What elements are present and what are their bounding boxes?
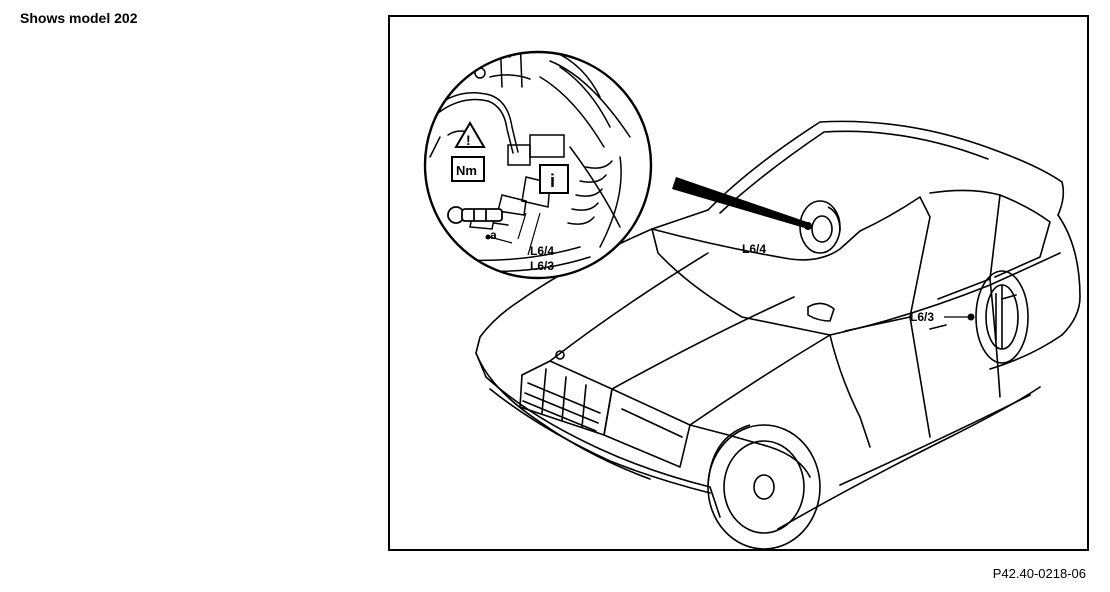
detail-label-l64: L6/4 — [530, 244, 554, 258]
car-label-l64: L6/4 — [742, 242, 766, 256]
car-body — [475, 120, 1081, 530]
detail-label-a: a — [490, 228, 497, 242]
detail-label-l63: L6/3 — [530, 259, 554, 273]
torque-icon: Nm — [451, 156, 485, 182]
svg-text:Nm: Nm — [456, 163, 477, 178]
page-caption: Shows model 202 — [20, 10, 138, 26]
diagram-frame: L6/4 L6/3 — [388, 15, 1089, 551]
figure-reference-id: P42.40-0218-06 — [992, 566, 1086, 581]
svg-text:!: ! — [466, 132, 471, 148]
car-l63-dot — [967, 313, 975, 321]
warning-icon: ! — [454, 121, 486, 148]
svg-text:i: i — [550, 171, 555, 191]
info-icon: i — [539, 164, 569, 194]
car-line-drawing: L6/4 L6/3 — [423, 50, 1081, 549]
detail-pointer — [672, 177, 810, 229]
detail-leaders — [489, 212, 541, 256]
car-front-sensor-location — [799, 200, 841, 254]
tool-icon — [447, 206, 503, 224]
detail-a-dot — [485, 234, 491, 240]
detail-view: ! Nm i — [423, 50, 653, 280]
front-wheel — [707, 424, 821, 549]
rear-wheel — [975, 270, 1029, 364]
car-label-l63: L6/3 — [910, 310, 934, 324]
